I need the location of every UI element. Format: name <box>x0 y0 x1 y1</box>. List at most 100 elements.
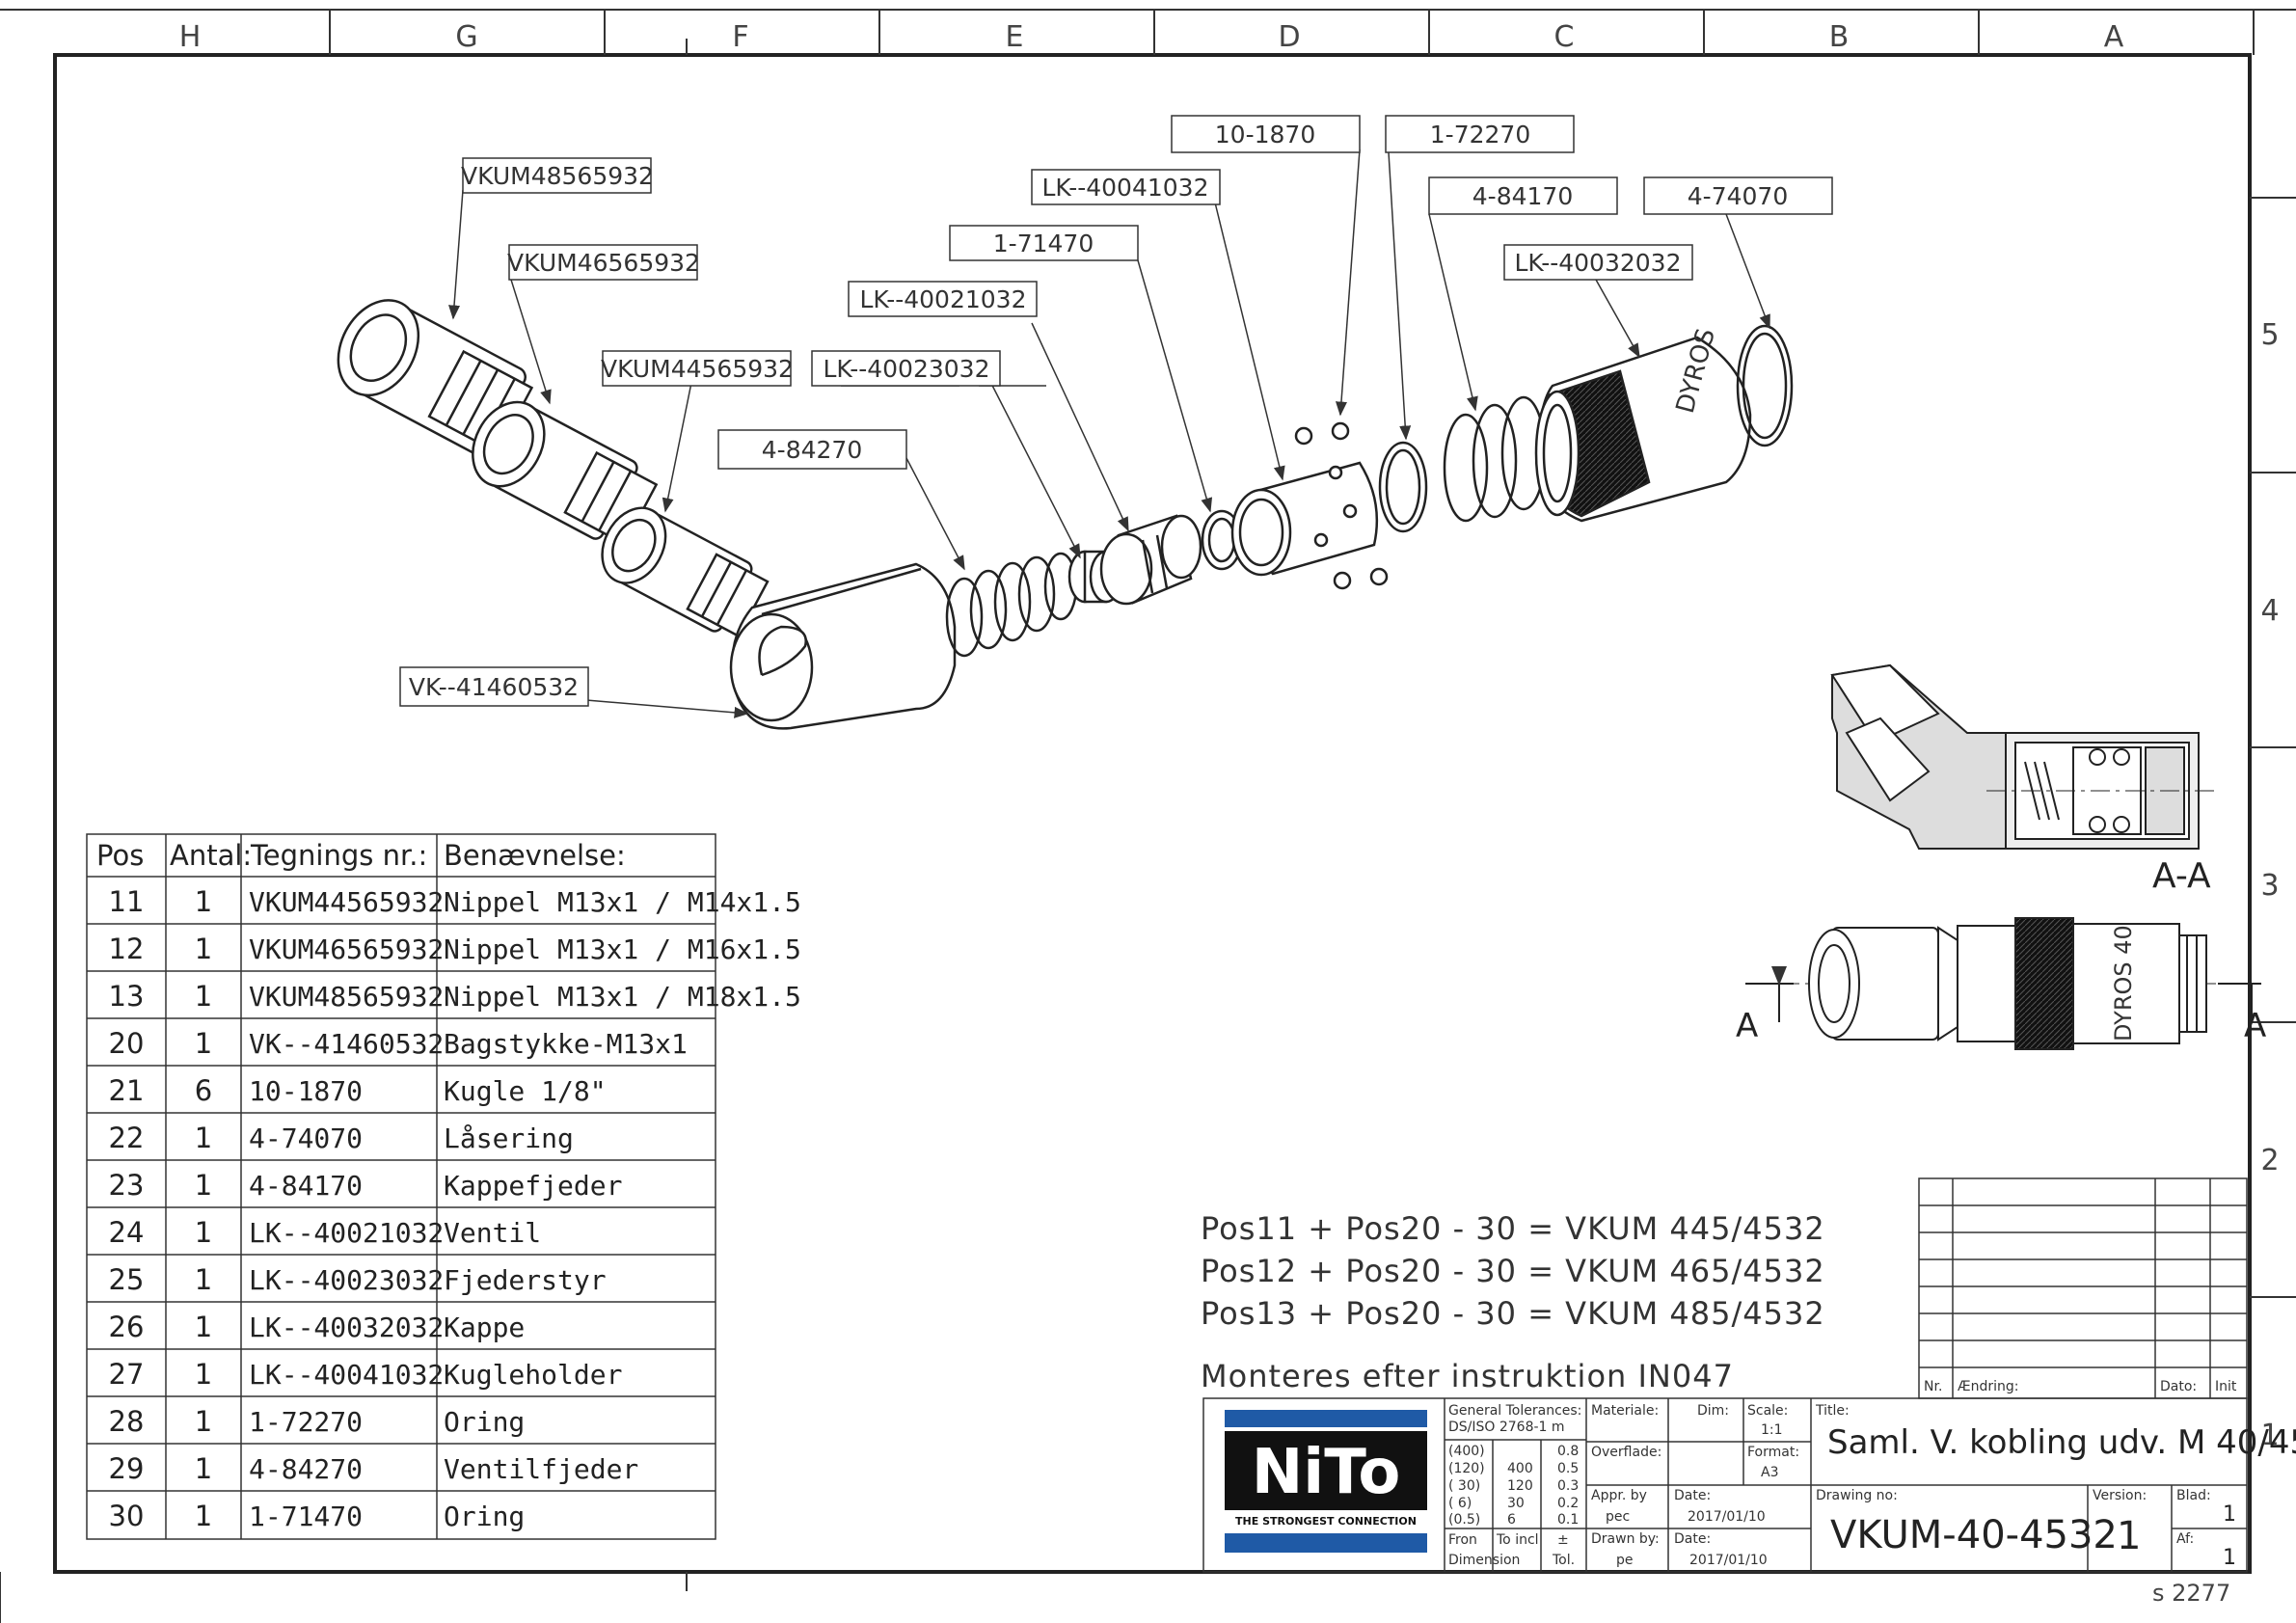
dim-label: Dim: <box>1697 1403 1729 1419</box>
callout-vk41460532: VK--41460532 <box>409 673 579 701</box>
bom-description: Kappefjeder <box>444 1170 622 1202</box>
ventil-part <box>1099 514 1202 606</box>
bom-pos: 12 <box>109 933 145 965</box>
bagstykke-part <box>729 562 957 730</box>
bom-antal: 1 <box>195 885 212 918</box>
svg-text:120: 120 <box>1507 1478 1533 1494</box>
bom-pos: 25 <box>109 1263 145 1296</box>
rev-init-label: Init <box>2215 1379 2237 1394</box>
bom-drawing-no: VKUM46565932 <box>249 933 444 965</box>
scale-value: 1:1 <box>1761 1422 1783 1438</box>
callout-lk40021032: LK--40021032 <box>860 285 1027 313</box>
side-view-product-text: DYROS 40 <box>2110 925 2137 1041</box>
svg-text:( 6): ( 6) <box>1448 1496 1472 1511</box>
bom-pos: 13 <box>109 980 145 1013</box>
grid-col-e: E <box>1006 20 1024 54</box>
bom-header-row: Pos Antal: Tegnings nr.: Benævnelse: <box>96 839 626 872</box>
callout-vkum46565932: VKUM46565932 <box>507 249 700 277</box>
tolerance-block: General Tolerances: DS/ISO 2768-1 m (400… <box>1448 1403 1581 1568</box>
appr-label: Appr. by <box>1591 1488 1647 1503</box>
grid-row-3: 3 <box>2260 869 2279 903</box>
blad-label: Blad: <box>2176 1488 2211 1503</box>
svg-text:(0.5): (0.5) <box>1448 1512 1480 1528</box>
af-label: Af: <box>2176 1531 2194 1547</box>
bom-antal: 1 <box>195 1216 212 1249</box>
callout-171470: 1-71470 <box>993 230 1094 257</box>
bom-antal: 1 <box>195 1452 212 1485</box>
bom-description: Oring <box>444 1406 525 1438</box>
grid-col-g: G <box>455 20 477 54</box>
grid-row-2: 2 <box>2260 1144 2279 1177</box>
grid-col-d: D <box>1278 20 1300 54</box>
drawing-no-label: Drawing no: <box>1816 1488 1898 1503</box>
bom-drawing-no: 4-84170 <box>249 1170 363 1202</box>
bom-antal: 1 <box>195 1500 212 1532</box>
appr-value: pec <box>1606 1509 1630 1525</box>
laasering-part <box>1736 324 1794 447</box>
note-line-3: Pos13 + Pos20 - 30 = VKUM 485/4532 <box>1201 1295 1825 1332</box>
svg-text:( 30): ( 30) <box>1448 1478 1480 1494</box>
format-label: Format: <box>1747 1445 1799 1460</box>
bom-table <box>86 833 716 1540</box>
section-view-a-a <box>1830 663 2218 850</box>
callout-474070: 4-74070 <box>1688 182 1788 210</box>
bom-antal: 1 <box>195 1405 212 1438</box>
title-label: Title: <box>1815 1403 1850 1419</box>
bom-pos: 28 <box>109 1405 145 1438</box>
svg-text:0.8: 0.8 <box>1557 1444 1579 1459</box>
bom-drawing-no: VKUM44565932 <box>249 886 444 918</box>
bom-pos: 24 <box>109 1216 145 1249</box>
logo-tagline: THE STRONGEST CONNECTION <box>1235 1515 1417 1528</box>
svg-text:0.5: 0.5 <box>1557 1461 1579 1476</box>
grid-row-4: 4 <box>2260 594 2279 628</box>
grid-col-c: C <box>1554 20 1575 54</box>
material-block: Materiale: Dim: Scale: 1:1 Overflade: Fo… <box>1591 1403 1799 1568</box>
svg-text:(400): (400) <box>1448 1444 1485 1459</box>
bom-pos: 20 <box>109 1027 145 1060</box>
bom-antal: 1 <box>195 1027 212 1060</box>
callout-lk40041032: LK--40041032 <box>1042 174 1209 202</box>
title-block <box>1202 1397 2248 1573</box>
bom-antal: 1 <box>195 1311 212 1343</box>
bom-description: Kugle 1/8" <box>444 1075 607 1107</box>
note-line-1: Pos11 + Pos20 - 30 = VKUM 445/4532 <box>1201 1210 1825 1247</box>
from-label: Fron <box>1448 1532 1477 1548</box>
bom-drawing-no: LK--40021032 <box>249 1217 444 1249</box>
drawn-date-value: 2017/01/10 <box>1689 1553 1768 1568</box>
grid-row-1: 1 <box>2260 1419 2279 1452</box>
bom-pos: 30 <box>109 1500 145 1532</box>
bom-pos: 23 <box>109 1169 145 1202</box>
bom-drawing-no: 10-1870 <box>249 1075 363 1107</box>
section-cut-markers <box>1745 966 2261 1022</box>
gen-tol-label: General Tolerances: <box>1448 1403 1581 1419</box>
svg-text:30: 30 <box>1507 1496 1525 1511</box>
bom-header-antal: Antal: <box>170 839 252 872</box>
revision-table <box>1918 1177 2248 1399</box>
af-value: 1 <box>2223 1546 2236 1570</box>
scale-label: Scale: <box>1747 1403 1788 1419</box>
bom-antal: 1 <box>195 1169 212 1202</box>
revision-header: Nr. Ændring: Dato: Init <box>1924 1379 2237 1394</box>
notes: Pos11 + Pos20 - 30 = VKUM 445/4532 Pos12… <box>1201 1210 1825 1394</box>
bom-description: Nippel M13x1 / M18x1.5 <box>444 981 801 1013</box>
plus-minus: ± <box>1557 1532 1569 1548</box>
bom-drawing-no: 4-84270 <box>249 1453 363 1485</box>
drawn-date-label: Date: <box>1674 1531 1711 1547</box>
bom-description: Låsering <box>444 1123 574 1154</box>
bom-drawing-no: VK--41460532 <box>249 1028 444 1060</box>
grid-row-5: 5 <box>2260 318 2279 352</box>
nito-logo: NiTo THE STRONGEST CONNECTION <box>1225 1410 1427 1553</box>
bom-header-benaevnelse: Benævnelse: <box>444 839 626 872</box>
bom-antal: 1 <box>195 980 212 1013</box>
kappefjeder-part <box>1443 395 1547 523</box>
grid-col-h: H <box>179 20 202 54</box>
title-area: Title: Saml. V. kobling udv. M 40/45 Dra… <box>1815 1403 2296 1570</box>
svg-text:0.3: 0.3 <box>1557 1478 1579 1494</box>
bom-pos: 26 <box>109 1311 145 1343</box>
dimension-label: Dimension <box>1448 1553 1520 1568</box>
kappe-part: DYROS <box>1534 326 1752 523</box>
ventilfjeder-part <box>945 552 1078 658</box>
bom-antal: 1 <box>195 1358 212 1391</box>
